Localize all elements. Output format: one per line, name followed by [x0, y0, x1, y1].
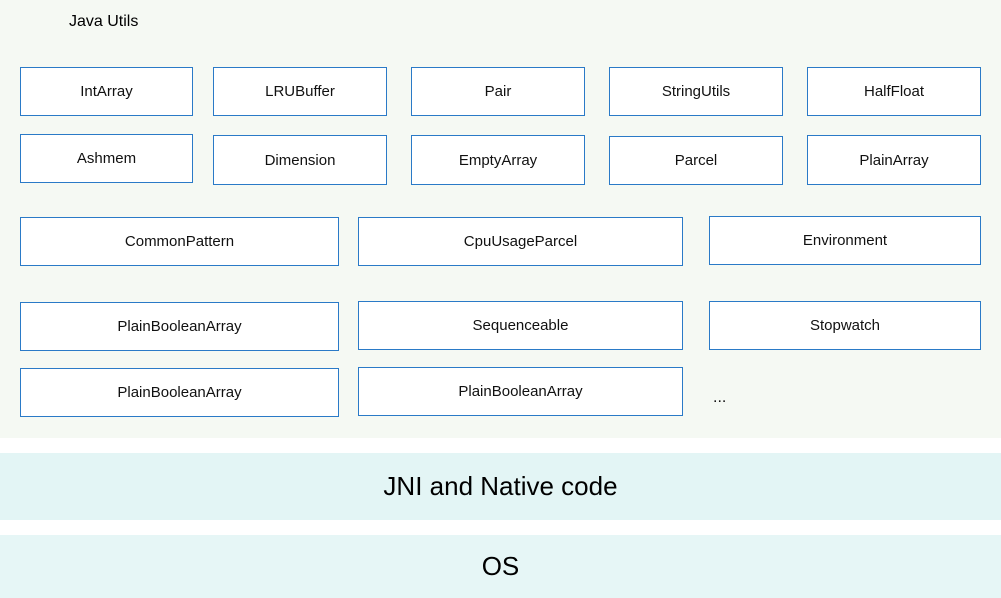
module-pair: Pair [411, 67, 585, 116]
module-emptyarray: EmptyArray [411, 135, 585, 185]
jni-native-label: JNI and Native code [383, 471, 618, 501]
os-label: OS [481, 551, 520, 581]
java-utils-title: Java Utils [69, 13, 139, 30]
module-stringutils: StringUtils [609, 67, 783, 116]
module-dimension: Dimension [213, 135, 387, 185]
module-plainarray: PlainArray [807, 135, 981, 185]
os-layer: OS [0, 535, 1001, 598]
module-lrubuffer: LRUBuffer [213, 67, 387, 116]
module-plainbooleanarray-3: PlainBooleanArray [358, 367, 683, 416]
module-commonpattern: CommonPattern [20, 217, 339, 266]
module-plainbooleanarray: PlainBooleanArray [20, 302, 339, 351]
module-cpuusageparcel: CpuUsageParcel [358, 217, 683, 266]
module-plainbooleanarray-2: PlainBooleanArray [20, 368, 339, 417]
more-modules-ellipsis: ... [713, 389, 727, 406]
module-intarray: IntArray [20, 67, 193, 116]
module-halffloat: HalfFloat [807, 67, 981, 116]
jni-native-layer: JNI and Native code [0, 453, 1001, 520]
module-ashmem: Ashmem [20, 134, 193, 183]
module-sequenceable: Sequenceable [358, 301, 683, 350]
module-stopwatch: Stopwatch [709, 301, 981, 350]
java-utils-layer: Java Utils IntArray LRUBuffer Pair Strin… [0, 0, 1001, 438]
module-environment: Environment [709, 216, 981, 265]
module-parcel: Parcel [609, 136, 783, 185]
